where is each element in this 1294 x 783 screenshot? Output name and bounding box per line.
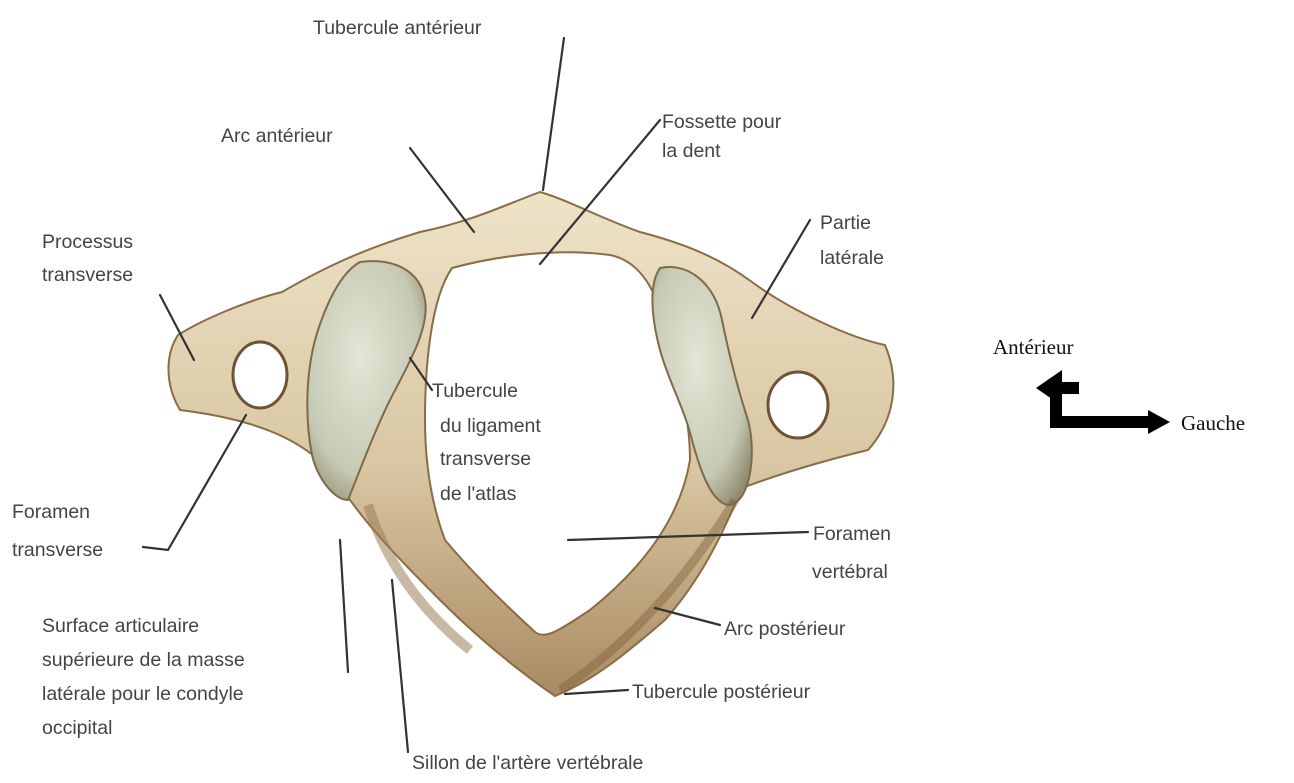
label-tubercule-ligament-line1: Tubercule — [432, 380, 518, 402]
orientation-anterior-label: Antérieur — [993, 335, 1073, 359]
label-processus-line1: Processus — [42, 231, 133, 253]
label-surface-line4: occipital — [42, 717, 112, 739]
label-surface-line1: Surface articulaire — [42, 615, 199, 637]
label-partie-line2: latérale — [820, 247, 884, 269]
label-tubercule-anterieur: Tubercule antérieur — [313, 17, 482, 39]
label-partie-line1: Partie — [820, 212, 871, 234]
orientation-indicator: Antérieur Gauche — [993, 335, 1245, 435]
label-tubercule-ligament-line4: de l'atlas — [440, 483, 517, 505]
label-surface-line3: latérale pour le condyle — [42, 683, 244, 705]
left-arrow-icon — [1148, 410, 1170, 434]
label-arc-anterieur: Arc antérieur — [221, 125, 333, 147]
label-fossette-line1: Fossette pour — [662, 111, 782, 133]
label-tubercule-ligament-line3: transverse — [440, 448, 531, 470]
label-sillon-artere: Sillon de l'artère vertébrale — [412, 752, 643, 774]
left-transverse-foramen — [233, 342, 287, 408]
orientation-left-label: Gauche — [1181, 411, 1245, 435]
label-tubercule-ligament-line2: du ligament — [440, 415, 541, 437]
label-foramen-vertebral-line2: vertébral — [812, 561, 888, 583]
label-surface-line2: supérieure de la masse — [42, 649, 245, 671]
orientation-horizontal-bar — [1050, 416, 1150, 428]
right-transverse-foramen — [768, 372, 828, 438]
label-foramen-transverse-line2: transverse — [12, 539, 103, 561]
label-fossette-line2: la dent — [662, 140, 721, 162]
label-foramen-transverse-line1: Foramen — [12, 501, 90, 523]
label-processus-line2: transverse — [42, 264, 133, 286]
label-tubercule-posterieur: Tubercule postérieur — [632, 681, 811, 703]
label-arc-posterieur: Arc postérieur — [724, 618, 846, 640]
label-foramen-vertebral-line1: Foramen — [813, 523, 891, 545]
